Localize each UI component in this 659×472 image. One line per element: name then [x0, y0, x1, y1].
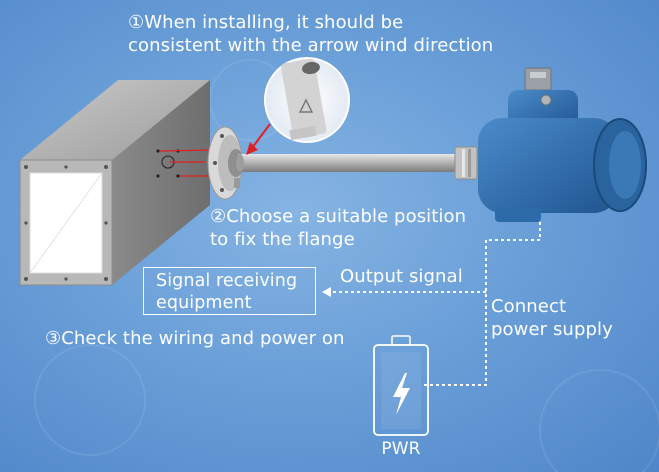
duct-icon	[19, 80, 210, 286]
pwr-label: PWR	[381, 439, 421, 459]
sensor-probe-icon	[236, 146, 478, 180]
output-signal-label: Output signal	[340, 266, 463, 287]
magnify-detail-icon	[264, 57, 350, 143]
signal-receiving-equipment-box: Signal receiving equipment	[143, 267, 316, 315]
arrow-left-icon	[322, 287, 331, 297]
step-one-instruction: ①When installing, it should be consisten…	[128, 12, 494, 56]
lightning-icon	[393, 373, 410, 415]
step-three-instruction: ③Check the wiring and power on	[45, 328, 345, 349]
step-two-instruction: ②Choose a suitable position to fix the f…	[210, 206, 467, 250]
connect-power-supply-label: Connect power supply	[491, 296, 613, 340]
junction-box-icon	[478, 67, 647, 222]
